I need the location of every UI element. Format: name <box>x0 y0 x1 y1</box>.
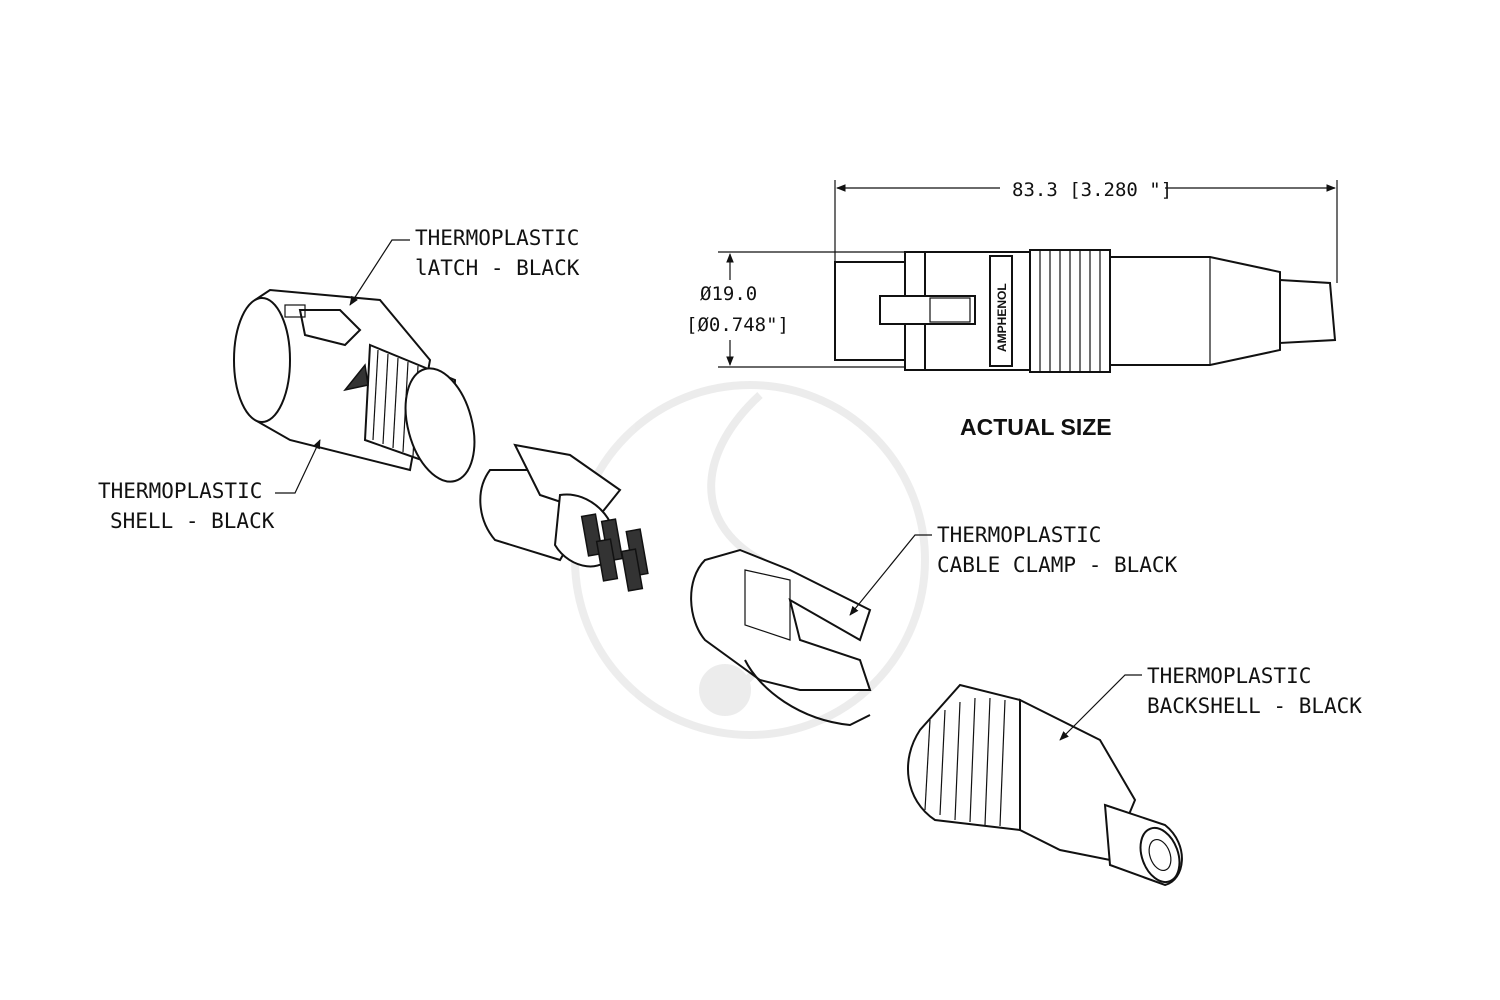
shell-label-line1: THERMOPLASTIC <box>98 479 262 503</box>
backshell-label-line2: BACKSHELL - BLACK <box>1147 694 1362 718</box>
length-dimension: 83.3 [3.280 "] <box>834 179 1338 283</box>
diameter-in-text: [Ø0.748"] <box>686 314 789 336</box>
cable-clamp-label-line1: THERMOPLASTIC <box>937 523 1101 547</box>
latch-label-line1: THERMOPLASTIC <box>415 226 579 250</box>
diameter-mm-text: Ø19.0 <box>700 283 757 305</box>
shell-callout: THERMOPLASTIC SHELL - BLACK <box>98 439 321 533</box>
shell-label-line2: SHELL - BLACK <box>110 509 275 533</box>
backshell-label-line1: THERMOPLASTIC <box>1147 664 1311 688</box>
actual-size-view: AMPHENOL <box>834 249 1337 373</box>
diameter-dimension: Ø19.0 [Ø0.748"] <box>686 251 905 368</box>
length-dimension-text: 83.3 [3.280 "] <box>1012 179 1172 201</box>
latch-label-line2: lATCH - BLACK <box>415 256 580 280</box>
insert-part <box>479 443 649 592</box>
cable-clamp-callout: THERMOPLASTIC CABLE CLAMP - BLACK <box>849 523 1178 616</box>
brand-text: AMPHENOL <box>995 283 1009 352</box>
latch-callout: THERMOPLASTIC lATCH - BLACK <box>349 226 580 306</box>
contact-pins <box>580 513 649 592</box>
cable-clamp-part <box>690 548 872 727</box>
shell-part <box>233 288 476 483</box>
backshell-part <box>907 683 1183 887</box>
backshell-callout: THERMOPLASTIC BACKSHELL - BLACK <box>1059 664 1362 741</box>
actual-size-title: ACTUAL SIZE <box>960 414 1112 440</box>
cable-clamp-label-line2: CABLE CLAMP - BLACK <box>937 553 1178 577</box>
